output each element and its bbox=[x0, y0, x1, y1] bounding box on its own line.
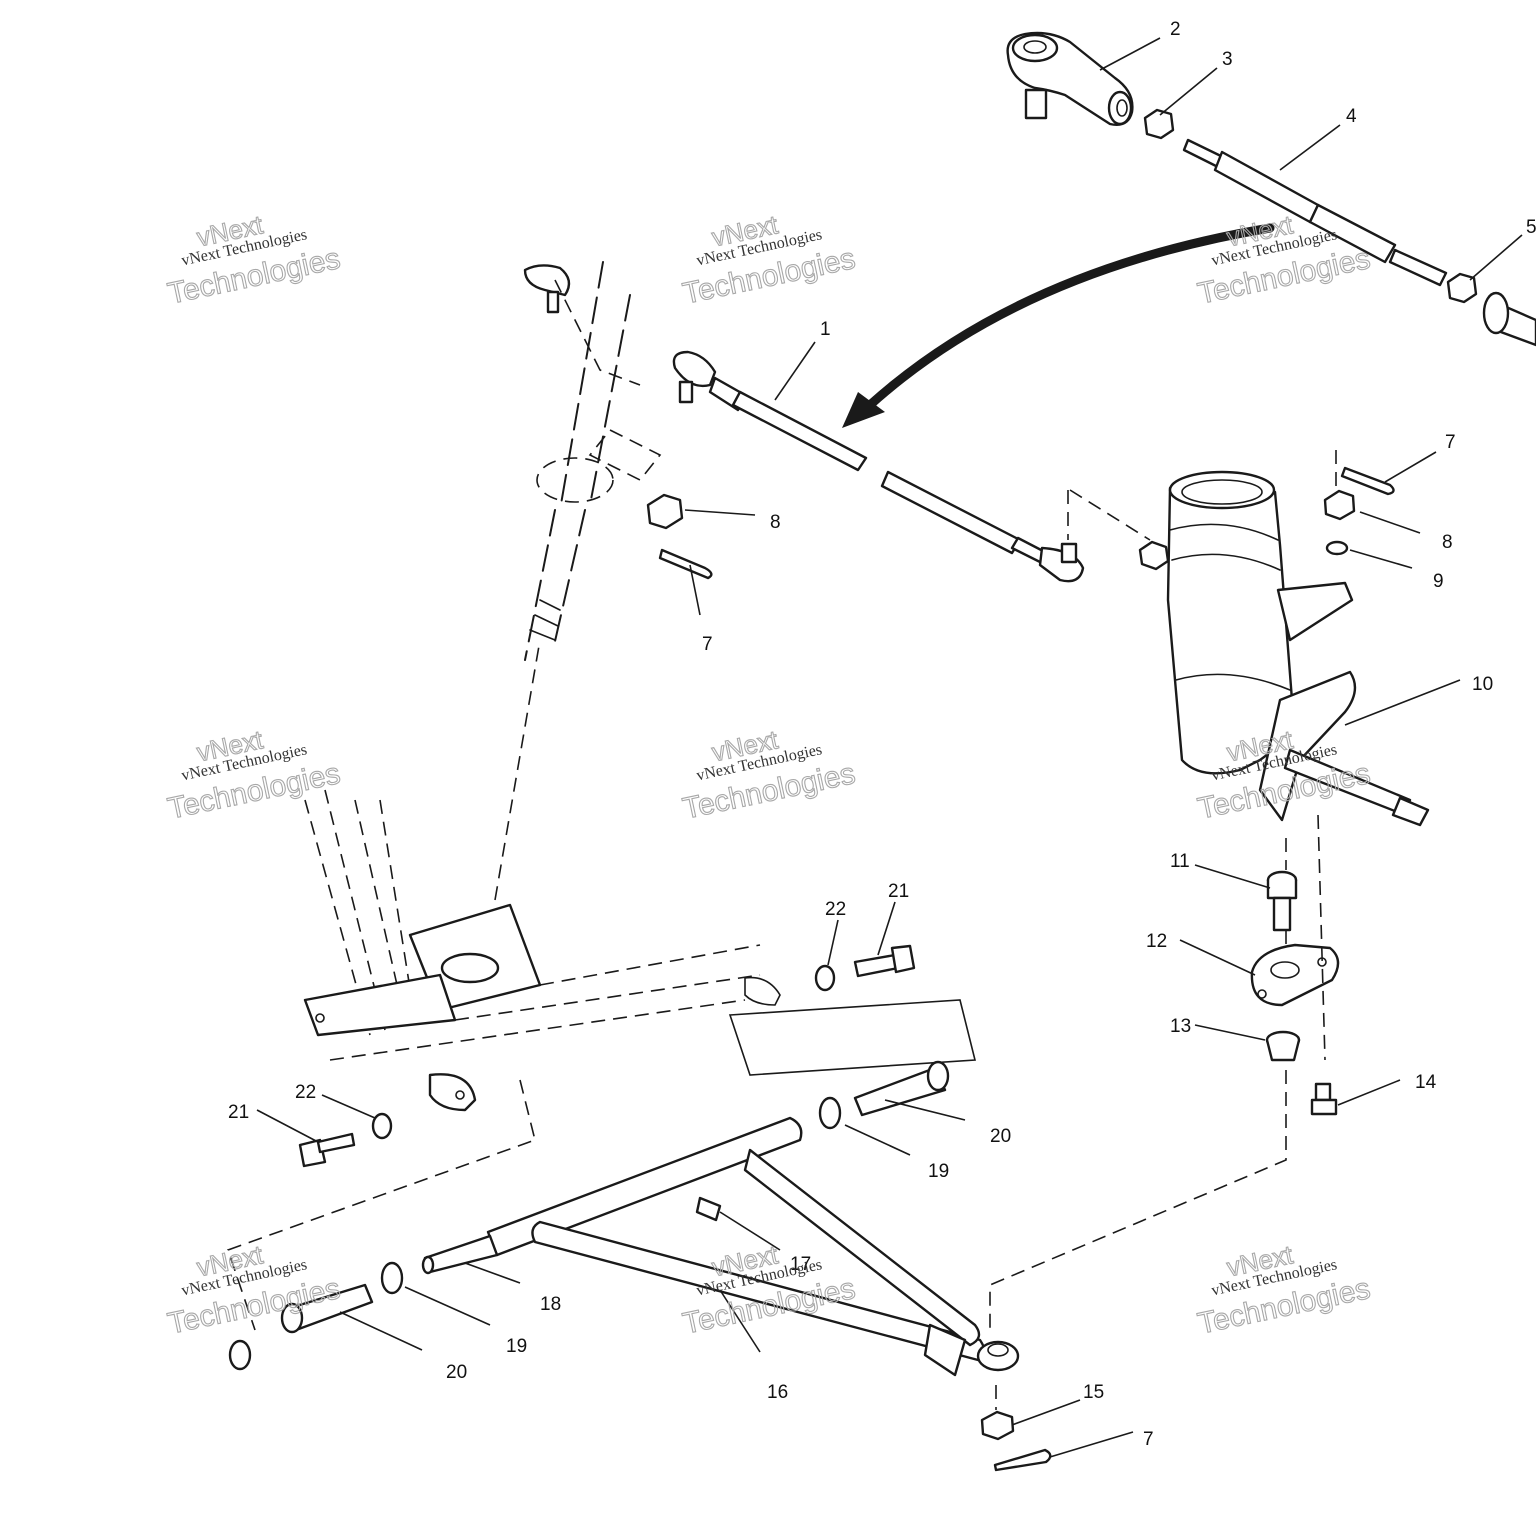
callout-10: 10 bbox=[1472, 674, 1493, 695]
callout-4: 4 bbox=[1346, 106, 1357, 127]
callout-5: 5 bbox=[1526, 217, 1536, 238]
bushing-part-11 bbox=[1266, 870, 1298, 932]
washer-part-19-right bbox=[818, 1096, 842, 1130]
bolt-part-14 bbox=[1310, 1082, 1338, 1116]
callout-3: 3 bbox=[1222, 49, 1233, 70]
bushing-part-20-left bbox=[280, 1283, 374, 1334]
a-arm-part-16 bbox=[228, 1116, 1020, 1377]
bolt-part-21-right bbox=[853, 944, 916, 978]
castle-nut-part-15 bbox=[980, 1410, 1015, 1441]
curved-arrow-icon bbox=[842, 223, 1275, 428]
watermark-mid-center: vNext vNext Technologies Technologies bbox=[679, 724, 858, 827]
washer-part-19-left bbox=[380, 1261, 404, 1295]
callout-labels: 1 2 3 4 5 7 7 7 8 8 9 10 11 12 13 14 15 … bbox=[228, 19, 1536, 1450]
jam-nut-part-3 bbox=[1143, 108, 1175, 140]
plate-part-12 bbox=[1250, 943, 1340, 1007]
callout-11: 11 bbox=[1170, 851, 1190, 872]
jam-nut-part-5 bbox=[1446, 272, 1478, 304]
bushing-part-13 bbox=[1265, 1030, 1301, 1062]
castle-nut-part-8-right bbox=[1323, 489, 1356, 521]
washer-part-22-left bbox=[371, 1112, 393, 1140]
callout-22-left: 22 bbox=[295, 1082, 316, 1103]
bolt-part-21-left bbox=[298, 1132, 356, 1168]
callout-15: 15 bbox=[1083, 1382, 1104, 1403]
steering-column-phantom bbox=[523, 261, 662, 661]
callout-8-right: 8 bbox=[1442, 532, 1453, 553]
watermark-top-center: vNext vNext Technologies Technologies bbox=[679, 209, 858, 312]
callout-16: 16 bbox=[767, 1382, 788, 1403]
pivot-tube-part-18 bbox=[421, 1234, 499, 1275]
callout-8-left: 8 bbox=[770, 512, 781, 533]
watermark-top-left: vNext vNext Technologies Technologies bbox=[164, 209, 343, 312]
callout-22-right: 22 bbox=[825, 899, 846, 920]
washer-part-9 bbox=[1325, 540, 1349, 556]
callout-21-left: 21 bbox=[228, 1102, 249, 1123]
watermark-top-right: vNext vNext Technologies Technologies bbox=[1194, 209, 1373, 312]
callout-9: 9 bbox=[1433, 571, 1444, 592]
callout-20-right: 20 bbox=[990, 1126, 1011, 1147]
assembly-guide-lines bbox=[226, 279, 1337, 1410]
callout-19-left: 19 bbox=[506, 1336, 527, 1357]
castle-nut-part-8-left bbox=[646, 493, 684, 530]
cotter-pin-part-7-right bbox=[1340, 466, 1395, 496]
callout-21-right: 21 bbox=[888, 881, 909, 902]
callout-19-right: 19 bbox=[928, 1161, 949, 1182]
callout-7-right: 7 bbox=[1445, 432, 1456, 453]
watermark-bottom-center: vNext vNext Technologies Technologies bbox=[679, 1239, 858, 1342]
watermark-mid-left: vNext vNext Technologies Technologies bbox=[164, 724, 343, 827]
callout-17: 17 bbox=[790, 1254, 811, 1275]
tie-rod-assembly-part-1 bbox=[672, 350, 1085, 583]
bushing-part-20-right bbox=[853, 1060, 950, 1117]
callout-13: 13 bbox=[1170, 1016, 1191, 1037]
tie-rod-part-4 bbox=[1182, 138, 1448, 287]
washer-part-22-right bbox=[814, 964, 836, 992]
callout-2: 2 bbox=[1170, 19, 1181, 40]
callout-1: 1 bbox=[820, 319, 831, 340]
callout-14: 14 bbox=[1415, 1072, 1437, 1093]
cotter-pin-part-7-bottom bbox=[993, 1448, 1052, 1472]
callout-leaders bbox=[256, 37, 1523, 1458]
tie-rod-end-right bbox=[1482, 291, 1536, 347]
callout-12: 12 bbox=[1146, 931, 1167, 952]
callout-7-bottom: 7 bbox=[1143, 1429, 1154, 1450]
cotter-pin-part-7-left bbox=[658, 548, 713, 580]
callout-18: 18 bbox=[540, 1294, 561, 1315]
spindle-knuckle-part-10 bbox=[1138, 470, 1430, 827]
watermark-bottom-right: vNext vNext Technologies Technologies bbox=[1194, 1239, 1373, 1342]
callout-7-left: 7 bbox=[702, 634, 713, 655]
grease-fitting-part-17 bbox=[695, 1196, 722, 1222]
frame-bracket bbox=[303, 639, 977, 1112]
tie-rod-end-part-2 bbox=[1006, 31, 1134, 126]
callout-20-left: 20 bbox=[446, 1362, 467, 1383]
